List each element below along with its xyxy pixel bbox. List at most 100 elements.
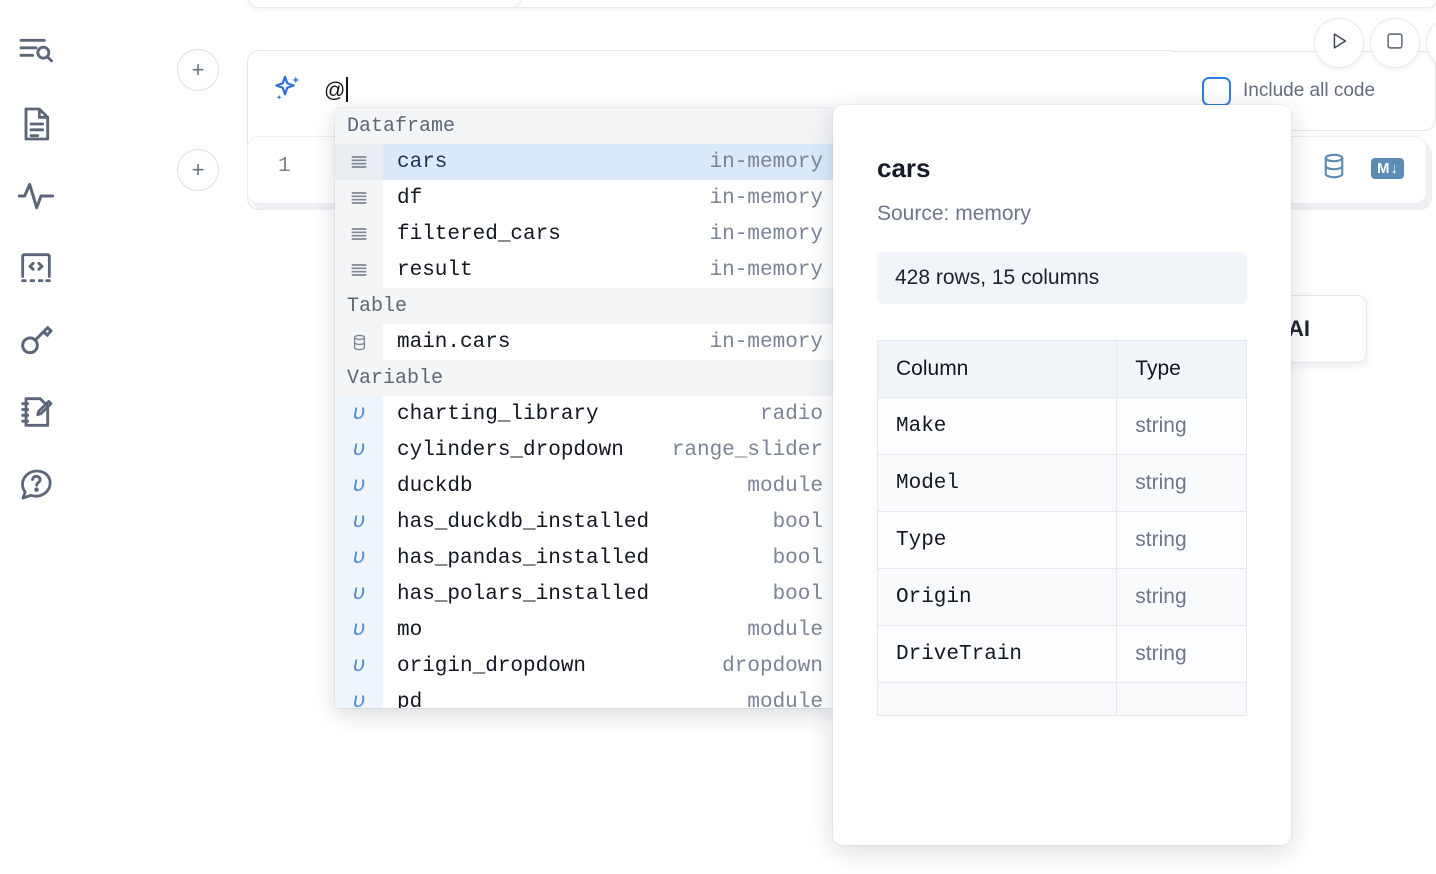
variable-icon: υ — [335, 612, 383, 648]
text-caret — [346, 77, 349, 102]
markdown-badge-arrow: ↓ — [1390, 160, 1399, 177]
autocomplete-item-kind: in-memory — [709, 186, 823, 210]
autocomplete-item-kind: module — [747, 618, 823, 642]
detail-title: cars — [877, 153, 931, 183]
add-cell-button-top[interactable]: + — [177, 49, 219, 91]
variable-icon: υ — [335, 432, 383, 468]
table-cell-column: Type — [876, 511, 1118, 569]
autocomplete-item-name: filtered_cars — [397, 222, 561, 246]
autocomplete-item-name: charting_library — [397, 402, 599, 426]
table-cell-column: Make — [876, 397, 1118, 455]
autocomplete-item-kind: module — [747, 690, 823, 709]
code-brackets-icon — [16, 248, 56, 288]
autocomplete-group-header: Dataframe — [335, 108, 835, 144]
autocomplete-item[interactable]: υ origin_dropdown dropdown — [335, 648, 835, 684]
stop-square-icon — [1384, 30, 1406, 57]
dataframe-rows-icon — [335, 180, 383, 216]
stop-cell-button[interactable] — [1370, 18, 1420, 68]
sidebar-item-scratchpad[interactable] — [10, 376, 62, 448]
autocomplete-item-name: main.cars — [397, 330, 511, 354]
detail-shape-badge: 428 rows, 15 columns — [877, 252, 1247, 304]
autocomplete-item-kind: bool — [772, 582, 823, 606]
autocomplete-item-name: df — [397, 186, 423, 210]
dataframe-rows-icon — [335, 144, 383, 180]
sidebar-item-file-explorer[interactable] — [10, 16, 62, 88]
key-icon — [16, 320, 56, 360]
activity-pulse-icon — [16, 176, 56, 216]
line-number: 1 — [278, 155, 291, 178]
play-triangle-icon — [1328, 30, 1350, 57]
cell-icon-group: M↓ — [1319, 151, 1404, 186]
variable-icon: υ — [335, 648, 383, 684]
sidebar-item-document[interactable] — [10, 88, 62, 160]
file-explorer-icon — [16, 32, 56, 72]
table-cell-type: string — [1116, 511, 1247, 569]
table-cell-type: string — [1116, 397, 1247, 455]
include-all-code-label: Include all code — [1243, 80, 1376, 101]
sidebar-item-secrets[interactable] — [10, 304, 62, 376]
autocomplete-item[interactable]: υ has_pandas_installed bool — [335, 540, 835, 576]
notebook-pencil-icon — [16, 392, 56, 432]
dataframe-rows-icon — [335, 216, 383, 252]
table-cell-column: Origin — [876, 568, 1118, 626]
sidebar-item-code-snippets[interactable] — [10, 232, 62, 304]
autocomplete-item-name: has_polars_installed — [397, 582, 650, 606]
table-cell-column: DriveTrain — [876, 625, 1118, 683]
autocomplete-item-name: duckdb — [397, 474, 473, 498]
autocomplete-item-kind: bool — [772, 546, 823, 570]
autocomplete-item[interactable]: result in-memory — [335, 252, 835, 288]
table-cell-column: Model — [876, 454, 1118, 512]
left-sidebar — [0, 0, 72, 874]
table-cell-type: string — [1116, 625, 1247, 683]
ai-prompt-input-row[interactable]: @ — [248, 51, 1172, 129]
autocomplete-item-name: origin_dropdown — [397, 654, 587, 678]
autocomplete-item-name: has_pandas_installed — [397, 546, 650, 570]
autocomplete-item[interactable]: main.cars in-memory — [335, 324, 835, 360]
sidebar-item-help[interactable] — [10, 448, 62, 520]
database-icon[interactable] — [1319, 151, 1349, 186]
ai-sparkle-icon — [270, 72, 306, 108]
autocomplete-item[interactable]: df in-memory — [335, 180, 835, 216]
markdown-badge[interactable]: M↓ — [1371, 158, 1404, 179]
autocomplete-item-name: has_duckdb_installed — [397, 510, 650, 534]
autocomplete-item-name: cylinders_dropdown — [397, 438, 624, 462]
autocomplete-item-kind: in-memory — [709, 258, 823, 282]
previous-cell-card-edge-left — [248, 0, 522, 8]
help-chat-icon — [16, 464, 56, 504]
database-icon — [335, 324, 383, 360]
run-cell-button[interactable] — [1314, 18, 1364, 68]
plus-icon: + — [191, 157, 205, 182]
variable-icon: υ — [335, 540, 383, 576]
include-all-code-checkbox[interactable] — [1202, 76, 1231, 106]
autocomplete-item-kind: in-memory — [709, 150, 823, 174]
autocomplete-item-kind: radio — [759, 402, 823, 426]
markdown-badge-letter: M — [1377, 160, 1390, 177]
add-cell-button-bottom[interactable]: + — [177, 149, 219, 191]
detail-source: Source: memory — [877, 202, 1032, 225]
autocomplete-item-kind: dropdown — [722, 654, 823, 678]
sidebar-item-activity[interactable] — [10, 160, 62, 232]
plus-icon: + — [191, 57, 205, 82]
table-header-cell: Type — [1116, 340, 1247, 398]
autocomplete-group-header: Variable — [335, 360, 835, 396]
autocomplete-item-kind: bool — [772, 510, 823, 534]
autocomplete-item-name: result — [397, 258, 473, 282]
autocomplete-item-kind: in-memory — [709, 330, 823, 354]
ai-chip-label: AI — [1288, 316, 1310, 341]
table-header-cell: Column — [876, 340, 1118, 398]
